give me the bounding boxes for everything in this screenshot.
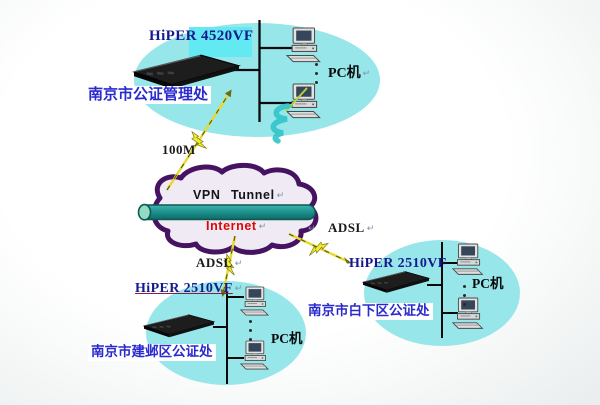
paragraph-return-mark: ↵ bbox=[234, 284, 243, 294]
pc-group-label-hq: PC机↵ bbox=[328, 66, 370, 82]
more-pcs-ellipsis-baixia bbox=[463, 285, 466, 306]
site-name-jianye: 南京市建邺区公证处 bbox=[88, 344, 216, 361]
cloud-return-mark: ↵ bbox=[306, 219, 316, 237]
tunnel-text: Tunnel bbox=[231, 188, 275, 202]
paragraph-return-mark: ↵ bbox=[258, 222, 267, 232]
more-pcs-ellipsis-hq bbox=[315, 63, 318, 84]
vpn-tunnel-pipe-end-cap bbox=[137, 203, 152, 221]
paragraph-return-mark: ↵ bbox=[366, 224, 375, 234]
arrowhead bbox=[224, 89, 232, 98]
internet-label: Internet↵ bbox=[206, 219, 267, 233]
arrowhead bbox=[343, 257, 352, 264]
model-highlight-rect bbox=[189, 27, 252, 57]
link-label-100m: 100M bbox=[162, 142, 196, 157]
lan-bus-jianye bbox=[213, 292, 244, 384]
paragraph-return-mark: ↵ bbox=[276, 191, 285, 201]
site-name-baixia: 南京市白下区公证处 bbox=[305, 303, 433, 320]
link-label-adsl-jianye: ADSL↵ bbox=[196, 255, 243, 271]
model-text: HiPER 2510VF bbox=[135, 281, 233, 296]
router-model-jianye: HiPER 2510VF↵ bbox=[135, 281, 243, 297]
lightning-bolt-icon bbox=[305, 239, 331, 257]
lan-bus-baixia bbox=[427, 242, 458, 338]
tunnel-label: Tunnel↵ bbox=[231, 188, 285, 202]
site-name-hq: 南京市公证管理处 bbox=[85, 86, 212, 105]
router-model-baixia: HiPER 2510VF bbox=[349, 256, 447, 271]
adsl-text: ADSL bbox=[328, 220, 365, 235]
comm-link-baixia bbox=[288, 232, 352, 264]
internet-text: Internet bbox=[206, 219, 257, 233]
pc-label-text: PC机 bbox=[328, 66, 361, 81]
comm-link-hq bbox=[165, 89, 232, 191]
paragraph-return-mark: ↵ bbox=[308, 224, 316, 234]
paragraph-return-mark: ↵ bbox=[234, 259, 243, 269]
adsl-text: ADSL bbox=[196, 255, 233, 270]
comm-link-jianye bbox=[220, 235, 237, 297]
link-label-adsl-baixia: ADSL↵ bbox=[328, 220, 375, 236]
decorative-swoosh bbox=[270, 103, 291, 144]
vpn-tunnel-pipe bbox=[143, 204, 316, 221]
vpn-label: VPN bbox=[193, 188, 221, 202]
paragraph-return-mark: ↵ bbox=[362, 69, 371, 79]
router-model-hq: HiPER 4520VF bbox=[149, 28, 254, 44]
pc-group-label-jianye: PC机 bbox=[271, 331, 303, 346]
lan-bus-hq bbox=[230, 20, 292, 122]
more-pcs-ellipsis-jianye bbox=[249, 320, 252, 341]
arrowhead bbox=[220, 289, 228, 297]
pc-group-label-baixia: PC机 bbox=[472, 276, 504, 291]
